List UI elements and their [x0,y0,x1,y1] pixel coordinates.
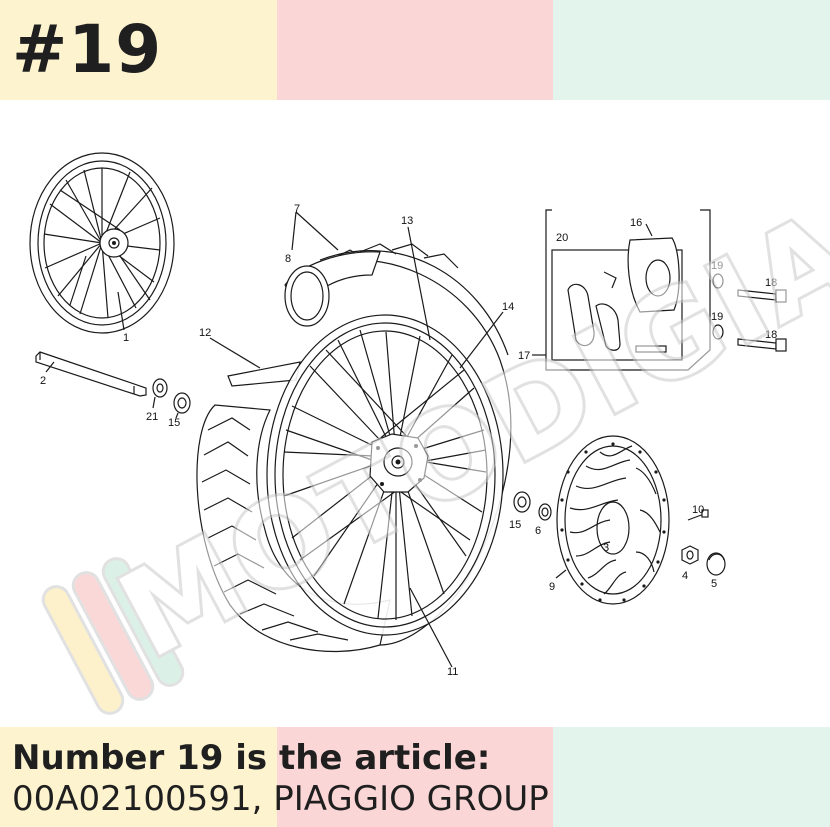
callout-3: 3 [603,542,609,554]
callout-7: 7 [294,203,300,215]
callout-4: 4 [682,570,688,582]
callout-13: 13 [401,215,413,227]
band-yellow [0,0,277,100]
fender: 7 8 12 [199,203,381,387]
callout-10: 10 [692,504,704,516]
callout-2: 2 [40,375,46,387]
callout-11: 11 [447,666,458,678]
callout-9: 9 [549,581,555,593]
callout-14: 14 [502,301,514,313]
band-pink [276,0,554,100]
caption-article-number: 00A02100591, PIAGGIO GROUP [12,779,549,819]
callout-19b: 19 [711,311,723,323]
callout-21: 21 [146,411,158,423]
header-color-band [0,0,830,100]
wheel-diagram-svg: 1 2 21 15 [29,152,830,715]
main-wheel: 13 14 11 [266,215,514,678]
callout-6: 6 [535,525,541,537]
part-number-title: #19 [12,11,163,88]
callout-12: 12 [199,327,211,339]
callout-18a: 18 [765,277,777,289]
wheel-axle: 2 [35,351,147,397]
caption-heading: Number 19 is the article: [12,738,491,778]
band-yellow [0,727,277,827]
callout-18b: 18 [765,329,777,341]
callout-5: 5 [711,578,717,590]
band-mint [553,727,830,827]
spacer-and-bearing-right: 15 6 [509,491,552,537]
small-wheel: 1 [29,152,175,344]
caliper-bolts: 19 18 19 18 [711,260,787,352]
callout-15a: 15 [168,417,180,429]
brake-caliper-group: 20 16 17 [518,209,711,371]
callout-8: 8 [285,253,291,265]
callout-20: 20 [556,232,568,244]
callout-16: 16 [630,217,642,229]
spacer-and-bearing-left: 21 15 [146,378,191,429]
disc-hardware: 10 4 5 [681,504,726,590]
band-mint [553,0,830,100]
brake-disc: 3 9 [549,435,670,605]
callout-17: 17 [518,350,530,362]
band-pink [276,727,554,827]
callout-1: 1 [123,332,129,344]
callout-15b: 15 [509,519,521,531]
exploded-parts-diagram: 1 2 21 15 [0,100,830,727]
footer-color-band [0,727,830,827]
callout-19a: 19 [711,260,723,272]
